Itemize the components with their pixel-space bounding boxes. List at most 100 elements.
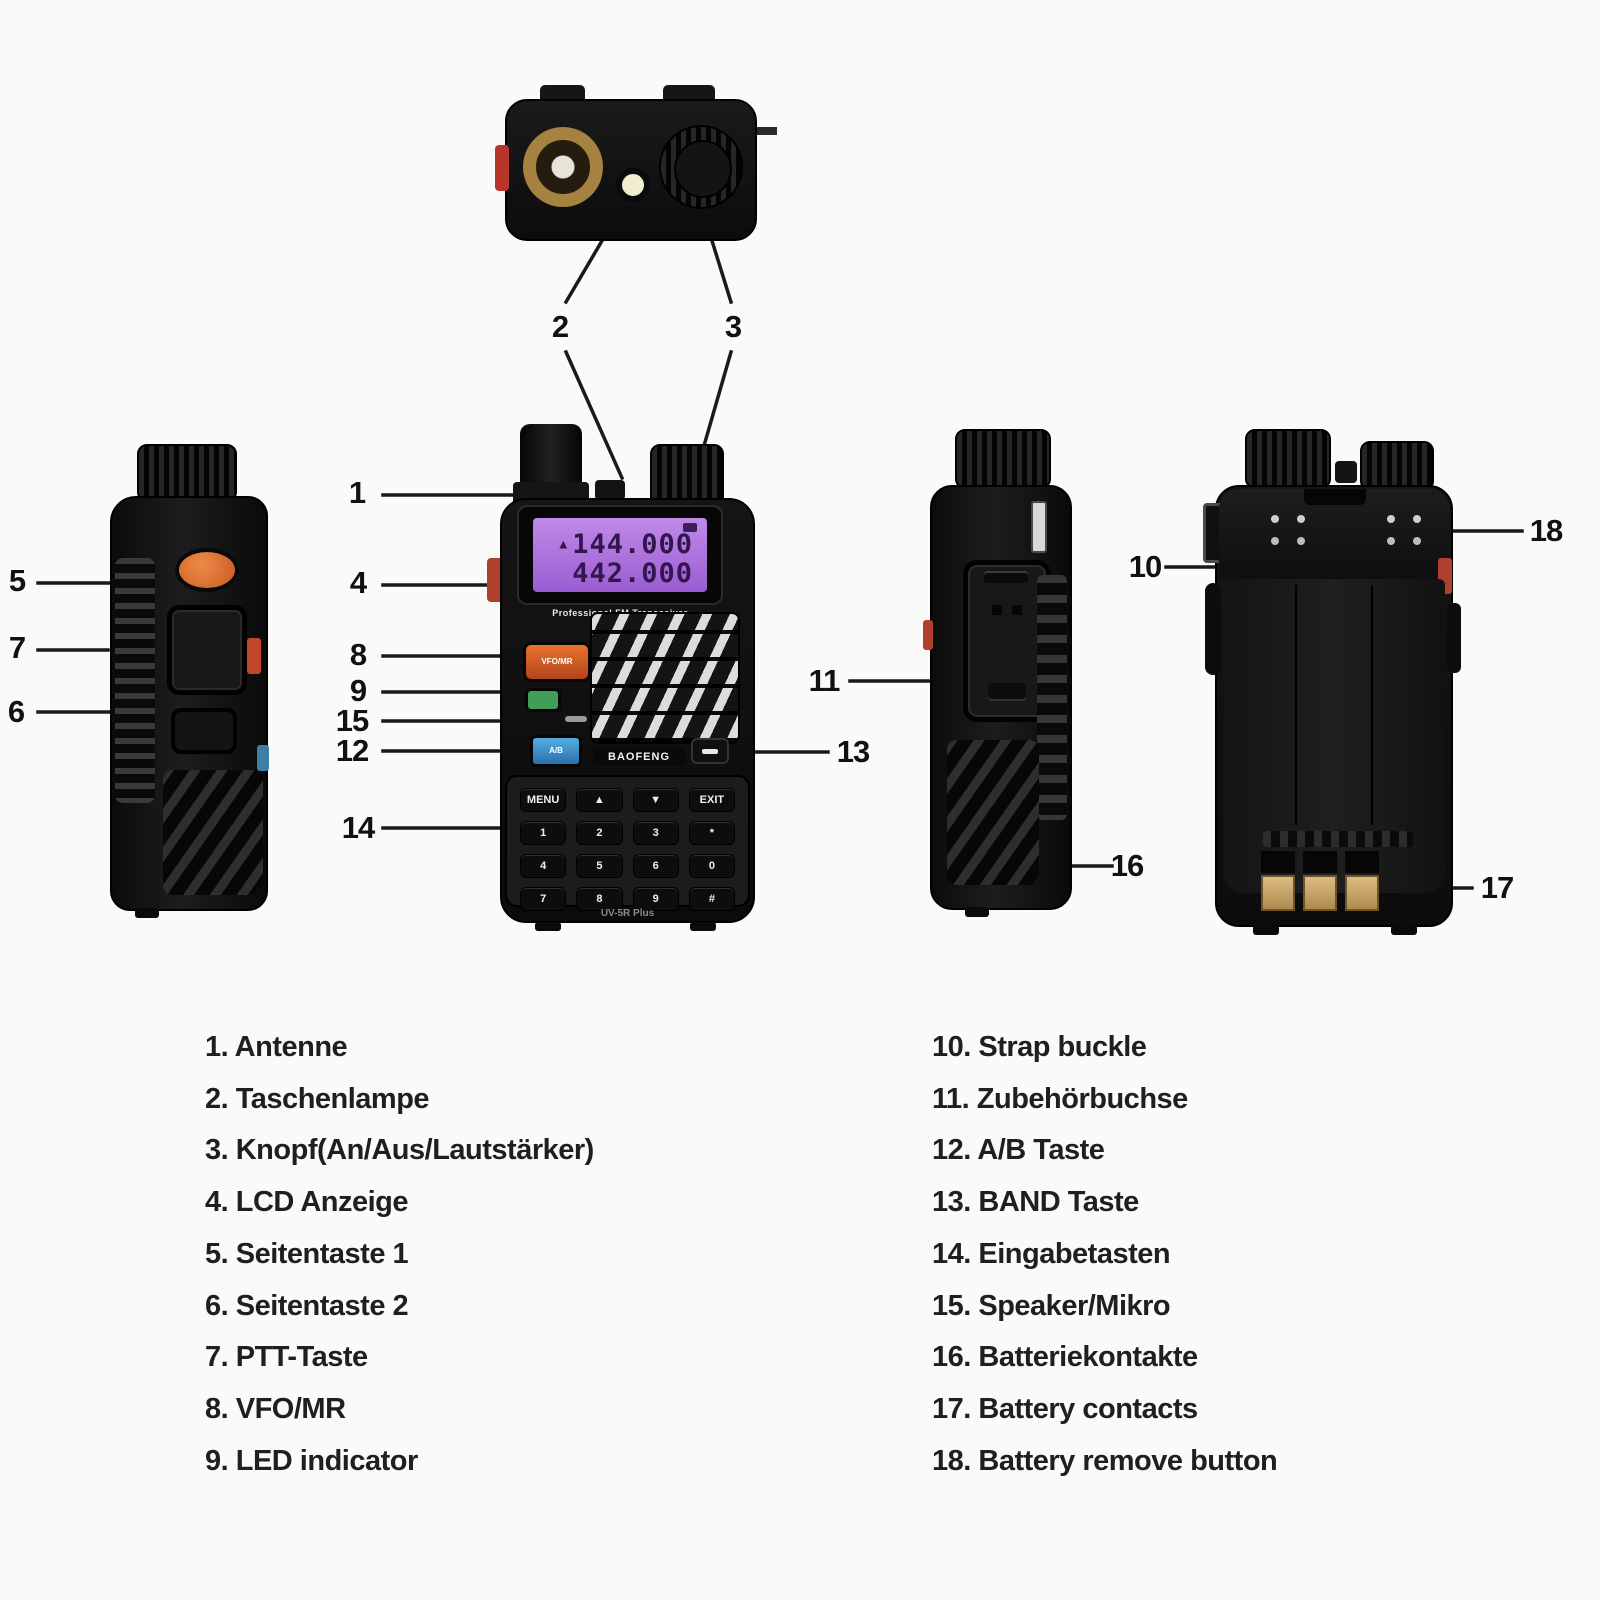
- back-foot-left: [1253, 925, 1279, 935]
- callout-number-18: 18: [1529, 513, 1563, 548]
- callout-number-15: 15: [335, 703, 369, 738]
- left-view-bottom-texture: [163, 770, 263, 895]
- key-exit: EXIT: [688, 788, 735, 812]
- battery-pack: [1223, 579, 1445, 911]
- legend-item-15: 15. Speaker/Mikro: [932, 1289, 1171, 1322]
- callout-number-6: 6: [7, 694, 25, 729]
- radio-top-view: [495, 85, 777, 250]
- band-key: [691, 738, 729, 764]
- back-view-side-knob: [1447, 603, 1461, 673]
- battery-contact-1: [1261, 875, 1295, 911]
- volume-knob-cap: [674, 140, 732, 198]
- back-top-latch: [1304, 489, 1366, 505]
- left-view-top-knobs: [137, 444, 237, 502]
- right-view-bottom-texture: [947, 740, 1039, 885]
- lcd-frequency-row-b: 442.000: [533, 559, 707, 588]
- left-view-grip-ribs: [115, 558, 155, 803]
- back-top-chassis: [1219, 489, 1449, 579]
- callout-number-14: 14: [341, 810, 375, 845]
- back-foot-right: [1391, 925, 1417, 935]
- key-star: *: [688, 821, 735, 845]
- volume-knob-top: [659, 125, 743, 209]
- key-up: ▲: [576, 788, 623, 812]
- battery-contact-2: [1303, 875, 1337, 911]
- back-view-antenna-knob: [1245, 429, 1331, 489]
- key-7: 7: [520, 887, 567, 911]
- legend-item-2: 2. Taschenlampe: [205, 1082, 430, 1115]
- led-indicator-key: [525, 688, 561, 712]
- key-menu: MENU: [520, 788, 567, 812]
- radio-right-side-view: [923, 425, 1085, 930]
- callout-number-12: 12: [335, 733, 369, 768]
- callout-number-1: 1: [348, 475, 366, 510]
- battery-seam-right: [1371, 585, 1373, 825]
- key-6: 6: [632, 854, 679, 878]
- vfo-mr-key-label: VFO/MR: [541, 657, 573, 666]
- callout-number-7: 7: [8, 630, 26, 665]
- band-key-glyph: [702, 749, 718, 754]
- top-view-red-side-button: [495, 145, 509, 191]
- key-9: 9: [632, 887, 679, 911]
- ptt-button: [167, 605, 247, 695]
- legend-item-18: 18. Battery remove button: [932, 1444, 1278, 1477]
- side-key-1-orange: [175, 548, 239, 592]
- legend-item-17: 17. Battery contacts: [932, 1392, 1198, 1425]
- key-1: 1: [520, 821, 567, 845]
- callout-number-11: 11: [808, 663, 841, 698]
- legend-item-1: 1. Antenne: [205, 1031, 348, 1063]
- brand-logo: BAOFENG: [593, 748, 685, 766]
- key-3: 3: [632, 821, 679, 845]
- battery-indicator-icon: [683, 523, 697, 532]
- ab-key-label: A/B: [549, 746, 563, 755]
- key-4: 4: [520, 854, 567, 878]
- callout-number-10: 10: [1128, 549, 1162, 584]
- flashlight-lens: [616, 168, 650, 202]
- key-2: 2: [576, 821, 623, 845]
- accessory-jack-cover: [963, 560, 1051, 722]
- callout-number-4: 4: [349, 565, 367, 600]
- lcd-screen: ▲ 144.000 442.000: [533, 518, 707, 592]
- antenna-connector: [523, 127, 603, 207]
- legend-column-right: 10. Strap buckle 11. Zubehörbuchse 12. A…: [932, 1022, 1278, 1487]
- keypad: MENU ▲ ▼ EXIT 1 2 3 * 4 5 6 0 7 8 9 #: [505, 775, 750, 911]
- callout-number-8: 8: [349, 637, 367, 672]
- battery-slot-2: [1303, 851, 1337, 873]
- lcd-frequency-row-a: ▲ 144.000: [533, 530, 707, 559]
- legend-item-4: 4. LCD Anzeige: [205, 1186, 409, 1219]
- back-screw-left: [1271, 515, 1279, 523]
- right-view-foot: [965, 907, 989, 917]
- callout-number-9: 9: [349, 673, 367, 708]
- jack-cover-dot-right: [1012, 605, 1022, 615]
- battery-slot-1: [1261, 851, 1295, 873]
- front-foot-right: [690, 922, 716, 931]
- legend-item-6: 6. Seitentaste 2: [205, 1289, 409, 1322]
- legend-item-16: 16. Batteriekontakte: [932, 1341, 1198, 1374]
- right-view-top-knobs: [955, 429, 1051, 489]
- battery-seam-left: [1295, 585, 1297, 825]
- front-foot-left: [535, 922, 561, 931]
- battery-contact-3: [1345, 875, 1379, 911]
- belt-rail-ribs: [1037, 575, 1067, 820]
- mic-hole: [565, 716, 587, 722]
- callout-number-17: 17: [1480, 870, 1514, 905]
- radio-front-view: ▲ 144.000 442.000 Professional FM Transc…: [487, 420, 760, 955]
- left-view-blue-accent: [257, 745, 269, 771]
- speaker-grille: [590, 612, 740, 744]
- lcd-arrow-indicator: ▲: [559, 537, 569, 552]
- side-key-2: [171, 708, 237, 754]
- legend-item-13: 13. BAND Taste: [932, 1186, 1139, 1219]
- back-view-clip-bump: [1205, 583, 1221, 675]
- left-view-foot: [135, 908, 159, 918]
- legend-item-11: 11. Zubehörbuchse: [932, 1082, 1188, 1115]
- key-5: 5: [576, 854, 623, 878]
- ab-key: A/B: [530, 735, 582, 767]
- lcd-frequency-b: 442.000: [572, 558, 693, 589]
- front-view-side-key-edge: [487, 558, 500, 602]
- legend-item-3: 3. Knopf(An/Aus/Lautstärker): [205, 1134, 594, 1167]
- lcd-frequency-a: 144.000: [572, 529, 693, 560]
- legend-item-9: 9. LED indicator: [205, 1444, 418, 1477]
- model-label: UV-5R Plus: [600, 908, 655, 919]
- vfo-mr-key: VFO/MR: [523, 642, 591, 682]
- radio-back-view: [1203, 425, 1465, 950]
- legend-column-left: 1. Antenne 2. Taschenlampe 3. Knopf(An/A…: [205, 1022, 594, 1487]
